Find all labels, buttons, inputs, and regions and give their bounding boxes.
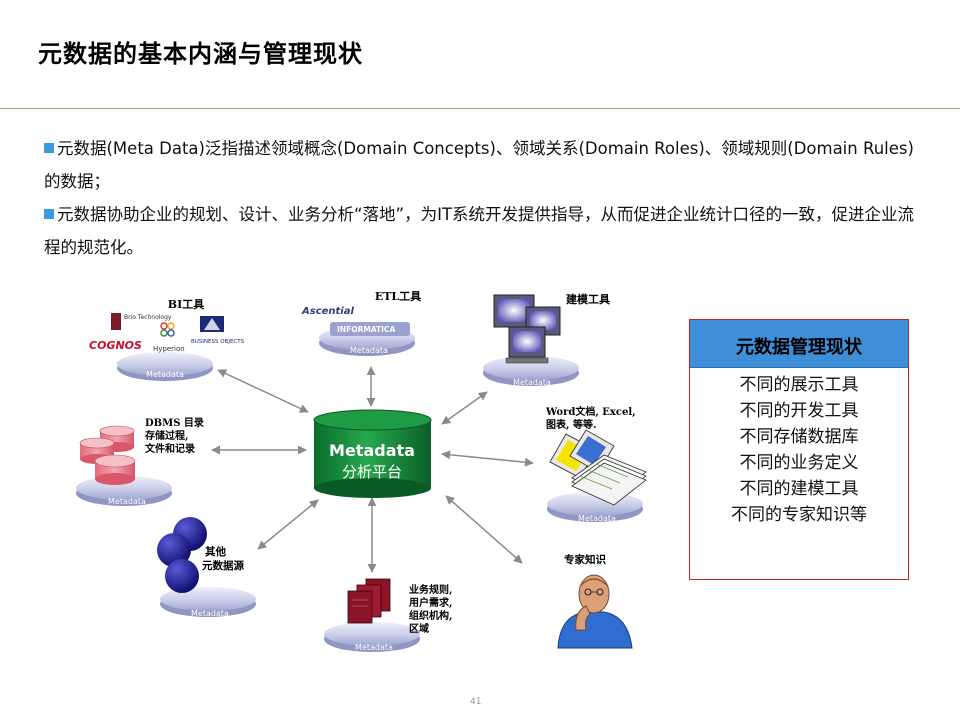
business-objects-logo: BUSINESS OBJECTS: [191, 316, 245, 345]
status-item: 不同的业务定义: [690, 450, 908, 476]
hyperion-logo: Hyperion: [153, 323, 185, 353]
other-sources-node: Metadata 其他 元数据源: [157, 517, 256, 618]
svg-text:BUSINESS OBJECTS: BUSINESS OBJECTS: [191, 339, 245, 345]
status-panel-list: 不同的展示工具 不同的开发工具 不同存储数据库 不同的业务定义 不同的建模工具 …: [690, 372, 908, 528]
business-rules-node: Metadata 业务规则, 用户需求, 组织机构, 区域: [324, 579, 452, 652]
dbms-label-line: DBMS 目录: [145, 417, 204, 429]
docs-label-line: Word文档, Excel,: [545, 405, 636, 418]
expert-knowledge-node: 专家知识: [558, 553, 632, 648]
metadata-disc-label: Metadata: [350, 346, 388, 355]
status-item: 不同的展示工具: [690, 372, 908, 398]
metadata-disc-label: Metadata: [578, 514, 616, 523]
docs-label-line: 图表, 等等.: [546, 418, 596, 431]
documents-stack-icon: [550, 430, 646, 505]
arrow-bi: [218, 370, 308, 412]
computer-monitors-icon: [494, 295, 560, 363]
bi-tools-node: Metadata BI工具 Brio Technology COGNOS Hyp…: [89, 298, 245, 381]
center-title: Metadata: [329, 441, 415, 460]
arrow-other: [258, 500, 318, 549]
metadata-disc-label: Metadata: [355, 643, 393, 652]
ascential-logo: Ascential: [301, 306, 354, 317]
page-number: 41: [470, 697, 481, 707]
arrow-docs: [442, 454, 533, 463]
metadata-disc-label: Metadata: [191, 609, 229, 618]
thinking-person-icon: [558, 575, 632, 648]
arrow-expert: [446, 496, 522, 563]
dbms-label-line: 存储过程,: [145, 429, 188, 442]
arrow-modeling: [442, 392, 487, 424]
status-item: 不同的建模工具: [690, 476, 908, 502]
expert-label: 专家知识: [564, 553, 606, 566]
etl-tools-label: ETL工具: [375, 290, 421, 303]
bi-tools-label: BI工具: [168, 298, 204, 311]
status-item: 不同的专家知识等: [690, 502, 908, 528]
svg-text:Hyperion: Hyperion: [153, 345, 185, 353]
blue-spheres-icon: [157, 517, 207, 593]
cognos-logo: COGNOS: [89, 339, 142, 352]
status-item: 不同的开发工具: [690, 398, 908, 424]
modeling-tools-label: 建模工具: [566, 292, 610, 306]
metadata-disc-label: Metadata: [146, 370, 184, 379]
business-label-line: 组织机构,: [409, 609, 452, 622]
business-label-line: 区域: [409, 622, 429, 635]
business-label-line: 业务规则,: [409, 583, 452, 596]
database-cylinders-icon: [80, 426, 135, 485]
svg-text:Brio Technology: Brio Technology: [124, 314, 172, 321]
status-panel-title: 元数据管理现状: [690, 333, 908, 359]
center-subtitle: 分析平台: [342, 463, 402, 481]
metadata-disc-label: Metadata: [513, 378, 551, 387]
other-label-line: 其他: [205, 545, 226, 558]
status-item: 不同存储数据库: [690, 424, 908, 450]
red-books-icon: [348, 579, 390, 623]
dbms-node: Metadata DBMS 目录 存储过程, 文件和记录: [76, 417, 204, 506]
etl-tools-node: Metadata ETL工具 Ascential INFORMATICA: [301, 290, 421, 356]
status-panel-header: 元数据管理现状: [690, 320, 908, 368]
metadata-platform-cylinder: Metadata 分析平台: [314, 410, 431, 498]
documents-node: Metadata Word文档, Excel, 图表, 等等.: [545, 405, 646, 523]
metadata-disc-label: Metadata: [108, 497, 146, 506]
modeling-tools-node: Metadata 建模工具: [483, 292, 610, 387]
other-label-line: 元数据源: [202, 559, 244, 572]
brio-logo: Brio Technology: [111, 313, 172, 330]
status-panel: 元数据管理现状 不同的展示工具 不同的开发工具 不同存储数据库 不同的业务定义 …: [689, 319, 909, 580]
business-label-line: 用户需求,: [408, 596, 452, 609]
dbms-label-line: 文件和记录: [145, 442, 195, 455]
informatica-logo: INFORMATICA: [337, 325, 395, 334]
